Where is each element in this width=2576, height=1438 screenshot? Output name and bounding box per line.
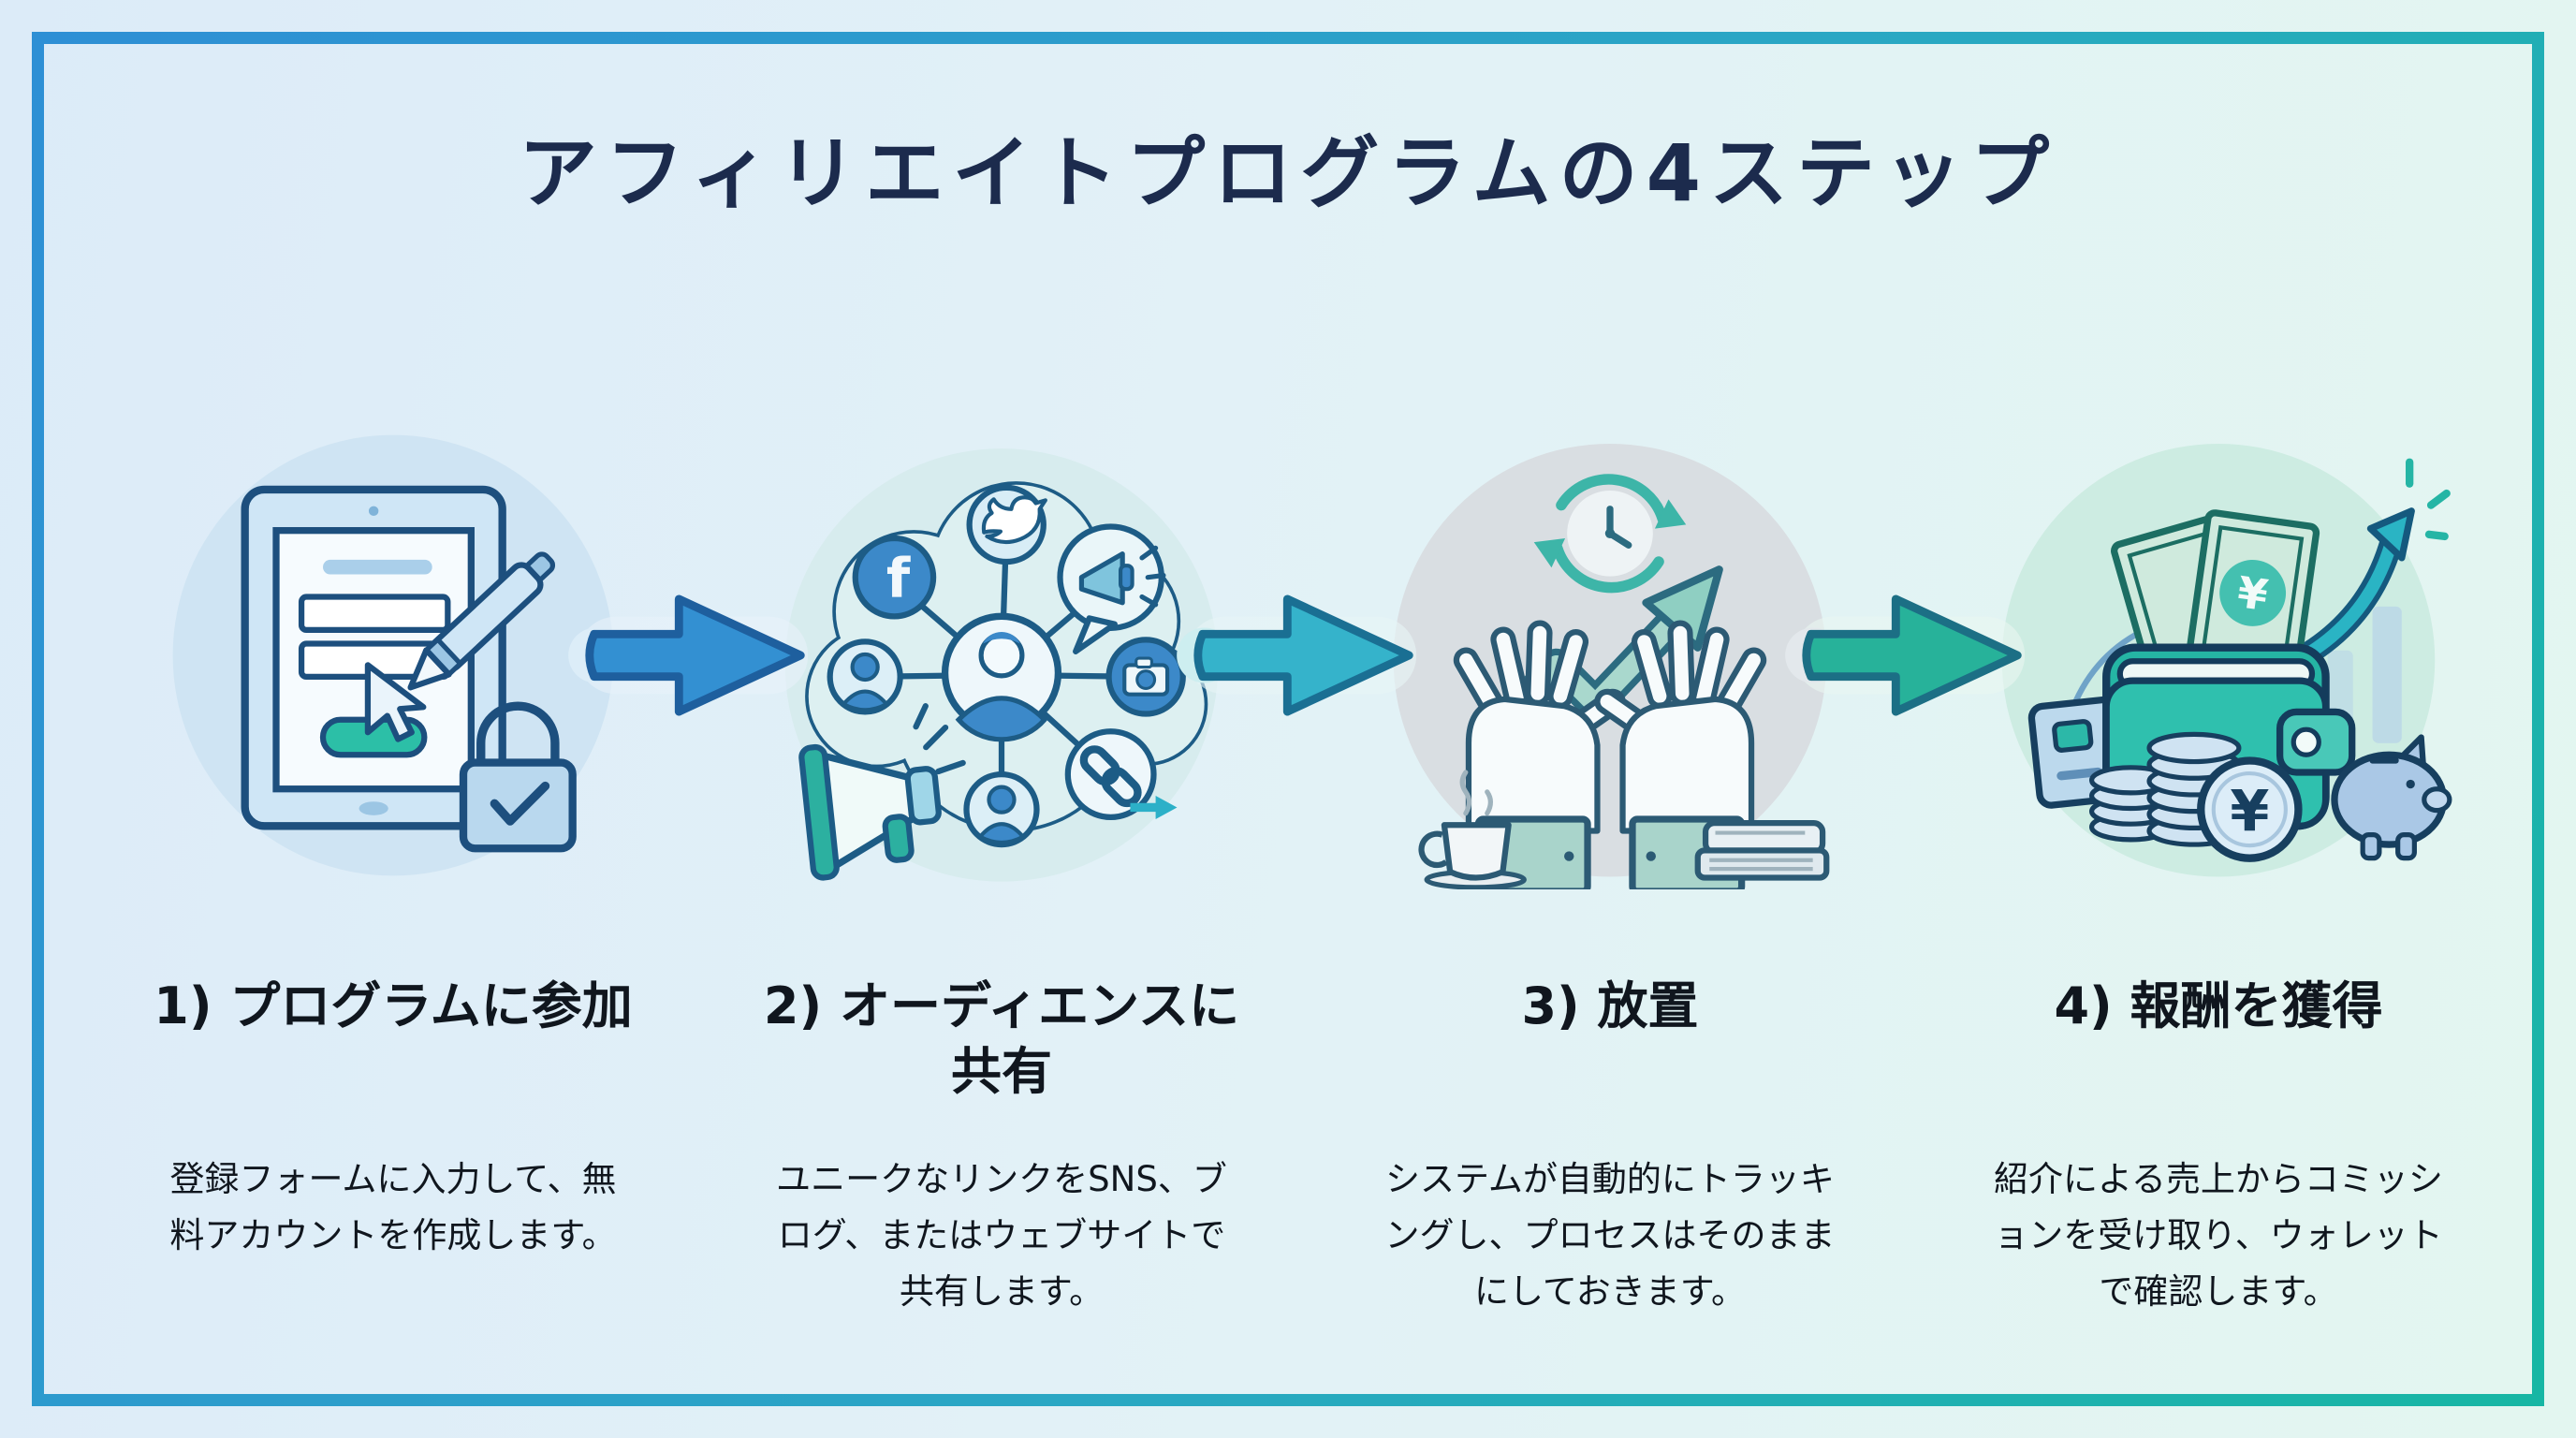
tablet-home-button	[359, 801, 388, 815]
step-3-title: 3) 放置	[1521, 976, 1699, 1035]
hands-automatic-growth-illustration	[1393, 443, 1830, 889]
step-3-description: システムが自動的にトラッキングし、プロセスはそのままにしておきます。	[1384, 1159, 1836, 1312]
step-2-description: ユニークなリンクをSNS、ブログ、またはウェブサイトで共有します。	[776, 1159, 1227, 1312]
twitter-icon	[966, 484, 1047, 565]
step-3: 3) 放置 システムが自動的にトラッキングし、プロセスはそのままにしておきます。	[1348, 421, 1872, 1320]
wallet-earnings-illustration: ¥	[2001, 443, 2452, 877]
user-avatar-bottom-icon	[963, 770, 1040, 848]
step-1-illustration	[159, 421, 627, 889]
svg-text:¥: ¥	[2230, 780, 2269, 845]
tablet-icon	[241, 485, 506, 830]
piggy-bank-icon	[2331, 734, 2452, 861]
yen-coin-icon: ¥	[2197, 756, 2303, 862]
social-share-network-illustration: f	[784, 448, 1219, 882]
arrow-right-icon-1	[568, 594, 809, 716]
books-icon	[1694, 820, 1830, 881]
svg-text:f: f	[886, 547, 911, 610]
lock-icon	[459, 701, 577, 853]
step-3-illustration	[1376, 421, 1844, 889]
arrow-cell-1	[568, 421, 809, 889]
svg-text:¥: ¥	[2234, 566, 2271, 621]
camera-icon	[1105, 637, 1186, 717]
steam-icon	[1459, 770, 1493, 816]
form-title-bar	[323, 559, 432, 575]
step-4-description: 紹介による売上からコミッションを受け取り、ウォレットで確認します。	[1994, 1159, 2443, 1312]
arrow-cell-2	[1177, 421, 1417, 889]
cursor-icon	[364, 662, 427, 742]
sparkle-icon	[2406, 458, 2451, 541]
coffee-cup-icon	[1418, 770, 1527, 889]
step-2: f	[739, 421, 1264, 1320]
step-4: ¥	[1956, 421, 2481, 1320]
center-avatar-icon	[941, 612, 1062, 742]
signup-form-tablet-illustration	[172, 434, 614, 876]
arrow-right-icon-2	[1177, 594, 1417, 716]
auto-refresh-clock-icon	[1533, 474, 1687, 594]
megaphone-bubble-icon	[1057, 523, 1166, 654]
steps-row: 1) プログラムに参加 登録フォームに入力して、無料アカウントを作成します。	[131, 421, 2481, 1320]
tablet-camera-dot	[368, 506, 379, 517]
user-avatar-left-icon	[827, 638, 903, 715]
step-4-title: 4) 報酬を獲得	[2054, 976, 2383, 1035]
step-1-description: 登録フォームに入力して、無料アカウントを作成します。	[169, 1159, 617, 1255]
megaphone-icon	[798, 703, 966, 881]
link-arrow-icon	[1130, 796, 1178, 819]
step-1-title: 1) プログラムに参加	[154, 976, 633, 1035]
page-title: アフィリエイトプログラムの4ステップ	[518, 127, 2058, 219]
step-2-title: 2) オーディエンスに共有	[763, 976, 1240, 1102]
step-4-illustration: ¥	[1984, 421, 2452, 889]
arrow-cell-3	[1785, 421, 2026, 889]
step-2-illustration: f	[768, 421, 1236, 889]
link-icon	[1064, 728, 1178, 821]
arrow-right-icon-3	[1785, 594, 2026, 716]
step-1: 1) プログラムに参加 登録フォームに入力して、無料アカウントを作成します。	[131, 421, 655, 1264]
check-icon	[490, 781, 550, 826]
coins-icon	[2088, 731, 2242, 847]
facebook-icon: f	[852, 535, 937, 620]
pen-icon	[407, 551, 556, 691]
form-input-1	[298, 594, 451, 634]
